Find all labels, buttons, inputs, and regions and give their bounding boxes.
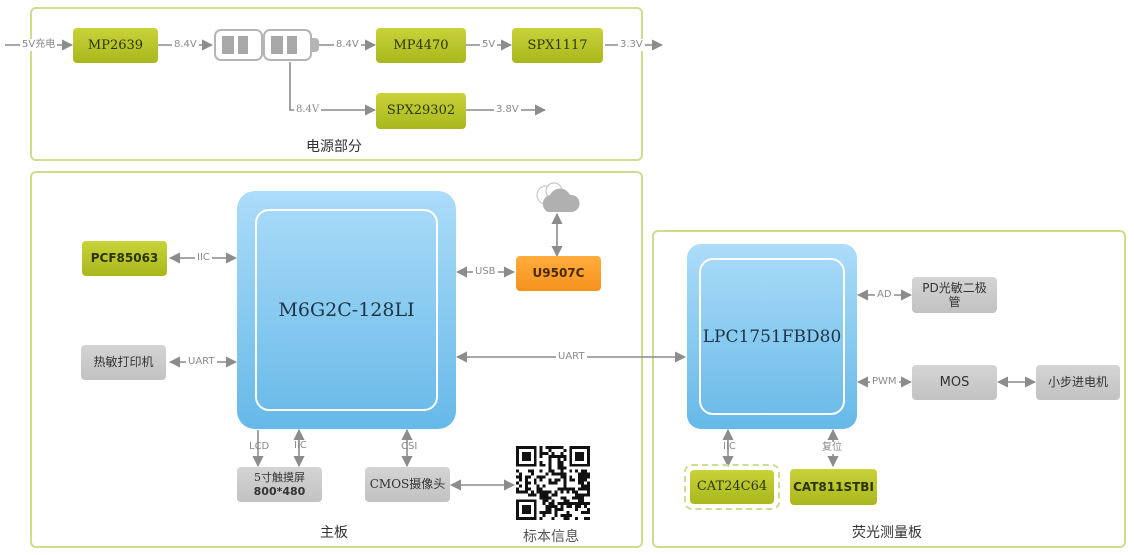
- cloud-icon: [532, 180, 582, 214]
- block-touchscreen: 5寸触摸屏 800*480: [237, 467, 322, 502]
- block-cat811stbi: CAT811STBI: [790, 469, 877, 505]
- label-csi: CSI: [401, 441, 418, 452]
- battery-pack-icon: [213, 28, 321, 62]
- block-photodiode: PD光敏二极管: [912, 277, 997, 313]
- touchscreen-line2: 800*480: [253, 484, 306, 498]
- block-mp4470: MP4470: [376, 28, 466, 63]
- chip-lpc1751-label: LPC1751FBD80: [699, 258, 845, 415]
- block-u9507c: U9507C: [516, 256, 601, 291]
- label-reset: 复位: [820, 442, 844, 454]
- label-battery-out: 8.4V: [334, 39, 361, 51]
- label-printer-uart: UART: [186, 356, 217, 368]
- label-usb: USB: [473, 266, 498, 278]
- label-3v8-out: 3.8V: [494, 104, 521, 116]
- qr-caption: 标本信息: [523, 529, 579, 545]
- eeprom-dashed-outline: [684, 464, 780, 510]
- label-3v3-out: 3.3V: [618, 39, 645, 51]
- label-5v-charge: 5V充电: [20, 39, 58, 51]
- main-board-title: 主板: [320, 525, 348, 541]
- photodiode-label: PD光敏二极管: [922, 280, 987, 309]
- label-pwm: PWM: [870, 376, 899, 388]
- block-mos: MOS: [912, 365, 997, 400]
- label-eeprom-iic: IIC: [723, 441, 736, 452]
- chip-lpc1751: LPC1751FBD80: [687, 244, 857, 429]
- label-lcd: LCD: [249, 441, 270, 452]
- block-thermal-printer: 热敏打印机: [81, 345, 166, 380]
- label-buck-out: 5V: [480, 39, 498, 51]
- fluorescence-board-title: 荧光测量板: [852, 525, 922, 541]
- label-battery-branch: 8.4V: [294, 104, 322, 116]
- block-stepper-motor: 小步进电机: [1036, 365, 1120, 400]
- block-cmos-camera: CMOS摄像头: [365, 467, 450, 502]
- block-pcf85063: PCF85063: [82, 241, 167, 276]
- label-touch-iic: IIC: [294, 440, 307, 451]
- block-mp2639: MP2639: [73, 28, 158, 63]
- label-rtc-iic: IIC: [195, 252, 212, 264]
- touchscreen-line1: 5寸触摸屏: [254, 471, 305, 485]
- chip-m6g2c: M6G2C-128LI: [237, 191, 456, 429]
- block-cat24c64: CAT24C64: [690, 470, 774, 504]
- label-inter-board-uart: UART: [556, 351, 587, 363]
- block-spx1117: SPX1117: [512, 28, 603, 63]
- power-section-title: 电源部分: [306, 139, 362, 155]
- label-ad: AD: [875, 289, 894, 301]
- block-spx29302: SPX29302: [376, 93, 466, 129]
- qr-code-icon: [516, 446, 590, 520]
- chip-m6g2c-label: M6G2C-128LI: [255, 209, 438, 411]
- label-charger-out: 8.4V: [172, 39, 199, 51]
